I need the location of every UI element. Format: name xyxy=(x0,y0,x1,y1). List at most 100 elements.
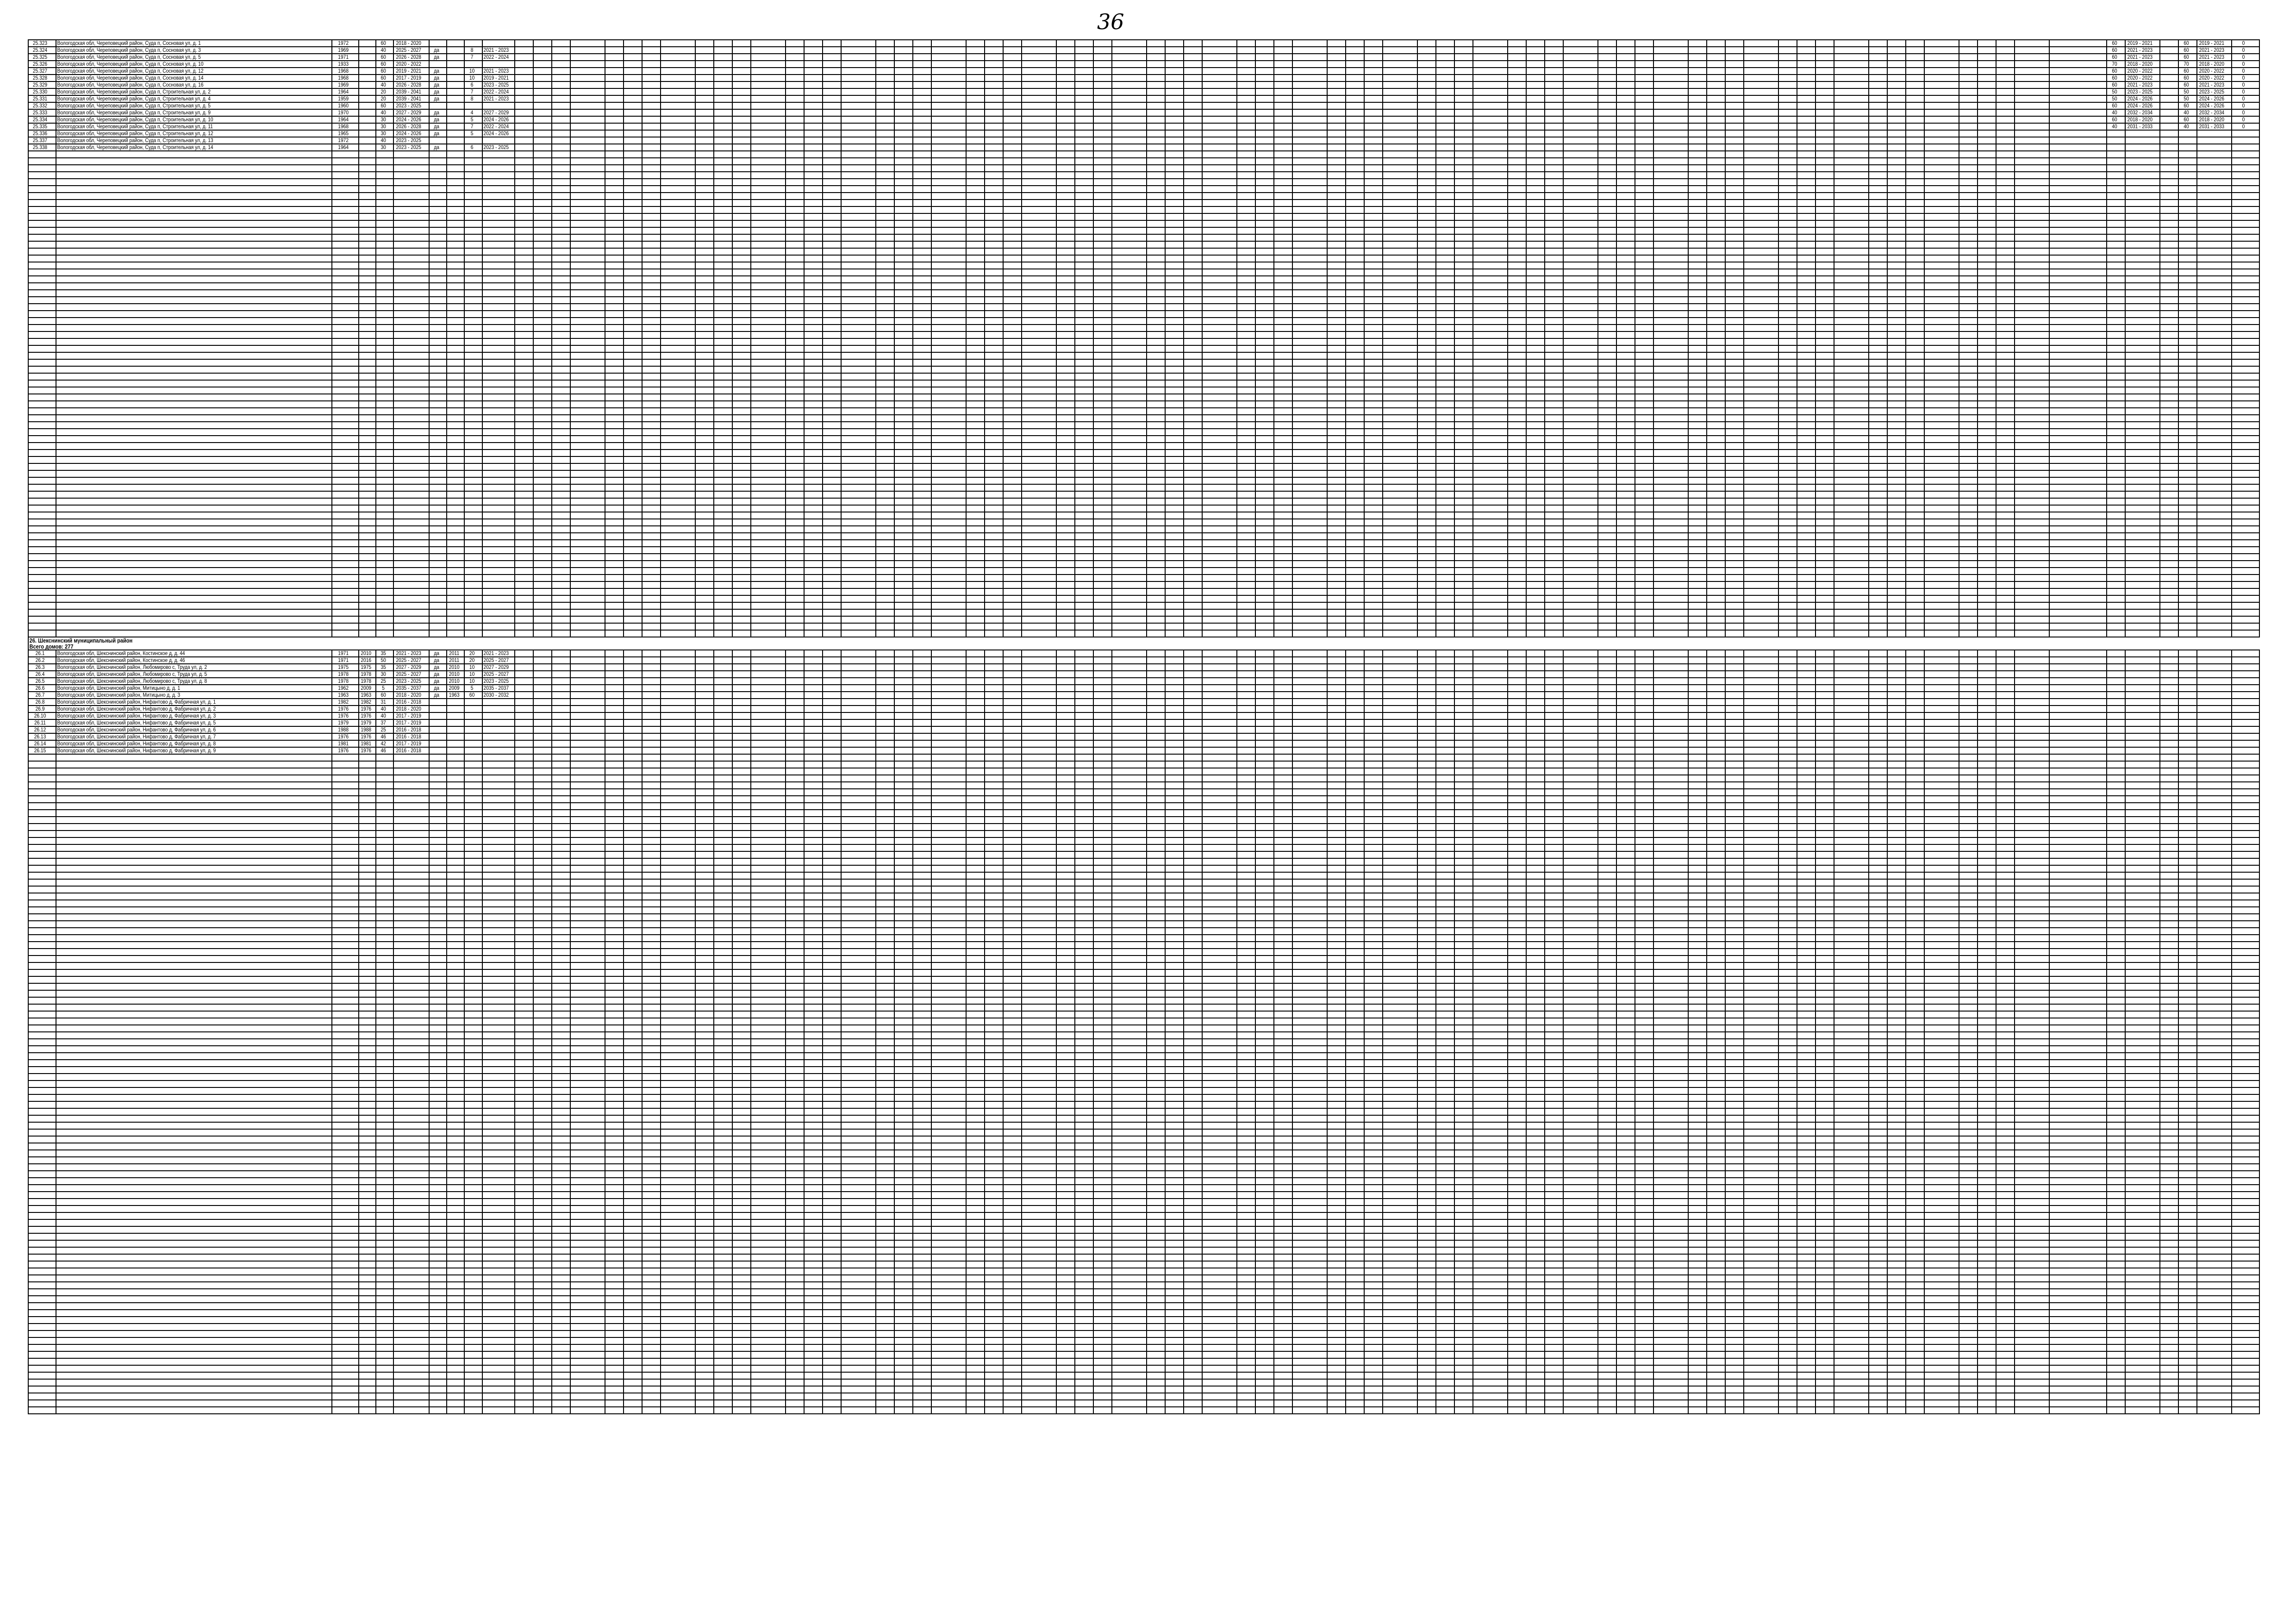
table-cell xyxy=(786,61,801,68)
table-cell: 0 xyxy=(2232,75,2255,81)
table-cell xyxy=(1508,47,1523,54)
table-cell xyxy=(1093,54,1109,61)
row-number-cell: 25.328 xyxy=(28,75,52,81)
table-cell xyxy=(1184,68,1199,75)
table-cell xyxy=(1454,81,1470,88)
table-cell xyxy=(786,68,801,75)
table-cell xyxy=(1978,54,1993,61)
table-cell xyxy=(695,54,711,61)
table-cell xyxy=(1563,61,1593,68)
table-cell xyxy=(1978,68,1993,75)
row-number-cell: 25.327 xyxy=(28,68,52,75)
table-cell xyxy=(751,61,780,68)
table-cell xyxy=(695,75,711,81)
table-cell xyxy=(1274,61,1290,68)
table-cell xyxy=(1346,61,1361,68)
table-cell xyxy=(1075,75,1091,81)
table-cell xyxy=(841,47,871,54)
table-cell xyxy=(1996,75,2012,81)
table-cell xyxy=(786,54,801,61)
table-cell xyxy=(1056,61,1072,68)
table-cell xyxy=(1417,68,1433,75)
table-cell xyxy=(1237,54,1253,61)
table-cell xyxy=(876,61,892,68)
table-cell: 7 xyxy=(464,54,480,61)
table-cell xyxy=(1383,54,1412,61)
table-cell xyxy=(1616,75,1632,81)
table-cell: 60 xyxy=(2178,40,2194,47)
table-cell xyxy=(1383,81,1412,88)
table-cell xyxy=(985,68,1000,75)
table-cell xyxy=(1744,47,1773,54)
table-cell xyxy=(823,75,838,81)
table-cell xyxy=(1364,75,1380,81)
table-cell xyxy=(894,54,910,61)
table-cell xyxy=(1056,40,1072,47)
table-cell xyxy=(804,40,820,47)
table-cell xyxy=(533,47,549,54)
table-cell xyxy=(642,68,658,75)
table-cell: да xyxy=(429,81,444,88)
table-cell xyxy=(1454,61,1470,68)
table-cell xyxy=(1924,81,1954,88)
table-cell xyxy=(2160,75,2176,81)
table-cell xyxy=(1834,47,1864,54)
table-cell xyxy=(2160,68,2176,75)
table-cell xyxy=(1184,47,1199,54)
table-cell: 0 xyxy=(2232,81,2255,88)
table-cell xyxy=(1165,75,1181,81)
table-cell: 1971 xyxy=(332,54,355,61)
table-cell xyxy=(1274,75,1290,81)
table-cell xyxy=(533,81,549,88)
table-cell xyxy=(1364,81,1380,88)
table-cell xyxy=(695,47,711,54)
table-cell xyxy=(732,75,748,81)
table-cell: 1969 xyxy=(332,47,355,54)
table-cell xyxy=(1417,61,1433,68)
table-row: 25.326Вологодская обл, Череповецкий райо… xyxy=(28,61,2259,68)
table-cell xyxy=(695,68,711,75)
table-cell xyxy=(913,81,929,88)
table-cell xyxy=(1725,68,1741,75)
table-cell xyxy=(1996,68,2012,75)
table-cell xyxy=(894,40,910,47)
table-cell xyxy=(1346,54,1361,61)
table-cell xyxy=(533,54,549,61)
table-cell xyxy=(1563,40,1593,47)
table-cell xyxy=(1436,61,1452,68)
table-cell xyxy=(1653,75,1683,81)
table-cell xyxy=(1924,61,1954,68)
address-cell: Вологодская обл, Череповецкий район, Суд… xyxy=(56,61,291,68)
table-cell xyxy=(1959,47,1975,54)
table-cell xyxy=(642,75,658,81)
table-cell xyxy=(985,75,1000,81)
table-cell xyxy=(515,81,530,88)
table-cell xyxy=(447,47,462,54)
table-cell xyxy=(1417,54,1433,61)
table-cell xyxy=(642,81,658,88)
table-cell xyxy=(515,75,530,81)
table-cell xyxy=(1744,61,1773,68)
table-cell xyxy=(966,61,982,68)
table-cell xyxy=(1996,47,2012,54)
table-cell xyxy=(1327,61,1343,68)
table-cell xyxy=(624,81,639,88)
table-cell xyxy=(1869,81,1884,88)
table-cell xyxy=(804,68,820,75)
table-cell xyxy=(1816,47,1831,54)
table-cell xyxy=(533,68,549,75)
table-cell: 2018 - 2020 xyxy=(2125,61,2155,68)
table-cell xyxy=(1454,68,1470,75)
table-cell xyxy=(1869,47,1884,54)
table-cell xyxy=(1834,81,1864,88)
table-cell xyxy=(1383,61,1412,68)
table-cell xyxy=(1237,47,1253,54)
table-cell: 60 xyxy=(2107,81,2122,88)
table-cell xyxy=(1563,81,1593,88)
table-cell: да xyxy=(429,75,444,81)
table-cell xyxy=(1688,81,1704,88)
table-cell xyxy=(1383,68,1412,75)
table-cell xyxy=(1688,75,1704,81)
table-cell xyxy=(1778,61,1794,68)
